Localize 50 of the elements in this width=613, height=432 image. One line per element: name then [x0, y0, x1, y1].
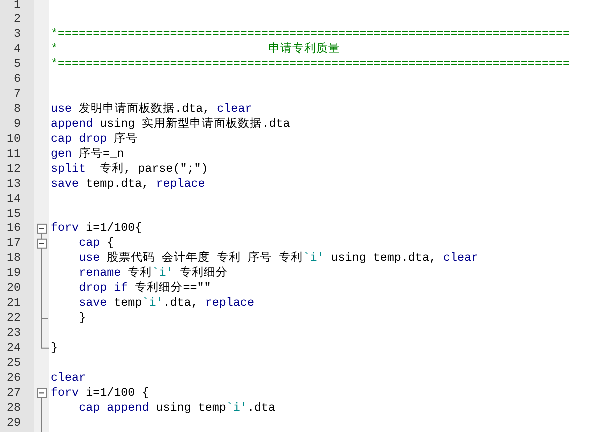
- code-comment: *=========================================================================: [51, 57, 570, 72]
- line-number: 3: [12, 27, 21, 42]
- line-number: 25: [6, 356, 21, 371]
- line-number: 8: [12, 102, 21, 117]
- line-number: 14: [6, 192, 21, 207]
- code-line: cap {: [79, 236, 114, 252]
- code-line: }: [51, 340, 58, 356]
- code-line: drop if 专利细分=="": [79, 281, 212, 296]
- code-comment: 申请专利质量: [268, 42, 341, 58]
- line-number: 15: [6, 206, 21, 222]
- line-number: 22: [6, 311, 21, 326]
- code-line: use 发明申请面板数据.dta, clear: [51, 102, 252, 117]
- code-line: forv i=1/100 {: [51, 386, 150, 401]
- line-number: 5: [12, 57, 21, 72]
- line-number: 6: [12, 72, 21, 88]
- code-line: forv i=1/100{: [51, 221, 142, 236]
- code-line: split 专利, parse(";"): [51, 162, 208, 177]
- code-line: }: [79, 311, 86, 326]
- line-number: 20: [6, 281, 21, 296]
- line-number: 23: [6, 326, 21, 341]
- line-number: 24: [6, 340, 21, 356]
- line-number: 1: [12, 0, 21, 12]
- line-number: 9: [12, 116, 21, 132]
- code-line: save temp`i'.dta, replace: [79, 296, 254, 312]
- line-number: 18: [6, 251, 21, 266]
- code-line: append using 实用新型申请面板数据.dta: [51, 116, 290, 132]
- line-number: 4: [12, 42, 21, 58]
- line-number: 10: [6, 132, 21, 147]
- line-number: 17: [6, 236, 21, 252]
- line-number: 11: [6, 146, 21, 162]
- code-line: save temp.dta, replace: [51, 176, 206, 192]
- code-line: clear: [51, 370, 86, 386]
- line-number: 28: [6, 400, 21, 416]
- code-comment: *: [51, 42, 58, 58]
- line-number: 2: [12, 12, 21, 28]
- code-line: cap append using temp`i'.dta: [79, 400, 276, 416]
- line-number: 7: [12, 87, 21, 102]
- code-line: rename 专利`i' 专利细分: [79, 266, 228, 282]
- code-line: cap drop 序号: [51, 132, 138, 147]
- line-number: 13: [6, 176, 21, 192]
- code-comment: *=========================================================================: [51, 27, 570, 42]
- code-line: use 股票代码 会计年度 专利 序号 专利`i' using temp.dta, clear: [79, 251, 479, 266]
- line-number: 16: [6, 221, 21, 236]
- line-number: 27: [6, 386, 21, 401]
- line-number: 29: [6, 416, 21, 431]
- line-number: 21: [6, 296, 21, 312]
- line-number: 19: [6, 266, 21, 282]
- line-number: 26: [6, 370, 21, 386]
- line-number: 12: [6, 162, 21, 177]
- code-line: gen 序号=_n: [51, 146, 124, 162]
